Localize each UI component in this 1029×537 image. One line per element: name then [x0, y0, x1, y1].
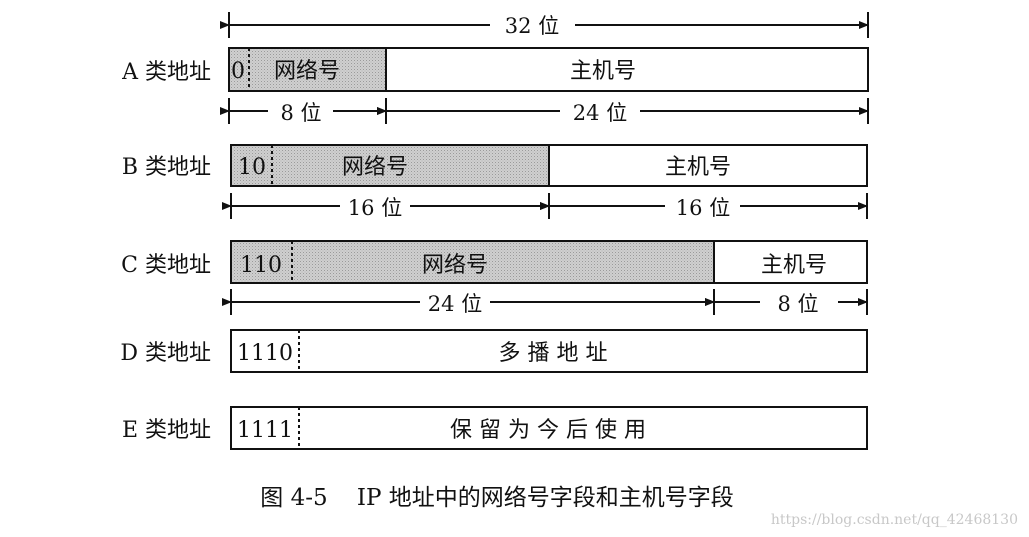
class-a-label: A 类地址	[121, 60, 211, 85]
row-class-c: C 类地址 110 网络号 主机号 24 位 8 位	[121, 240, 868, 316]
total-width-dimension: 32 位	[220, 12, 869, 38]
class-d-content-label: 多 播 地 址	[499, 341, 608, 366]
class-c-network-label: 网络号	[422, 253, 488, 278]
class-b-prefix: 10	[238, 155, 266, 180]
row-class-d: D 类地址 1110 多 播 地 址	[120, 329, 868, 373]
class-a-network-width: 8 位	[280, 101, 321, 125]
total-width-label: 32 位	[505, 14, 559, 38]
class-b-label: B 类地址	[122, 155, 211, 180]
class-d-field	[230, 329, 868, 373]
class-a-host-field	[385, 47, 869, 92]
class-a-network-label: 网络号	[274, 59, 340, 84]
class-c-network-field	[230, 240, 715, 284]
class-e-field	[230, 406, 868, 450]
class-e-content-label: 保 留 为 今 后 使 用	[450, 418, 646, 443]
class-e-prefix: 1111	[237, 418, 293, 443]
class-b-host-width: 16 位	[676, 196, 730, 220]
class-b-network-width: 16 位	[348, 196, 402, 220]
class-b-host-label: 主机号	[665, 155, 731, 180]
class-c-host-field	[713, 240, 868, 284]
watermark: https://blog.csdn.net/qq_42468130	[771, 512, 1018, 528]
class-c-host-width: 8 位	[777, 292, 818, 316]
class-b-network-field	[230, 144, 550, 187]
row-class-a: A 类地址 0 网络号 主机号 8 位 24 位	[121, 47, 869, 125]
class-b-network-label: 网络号	[342, 155, 408, 180]
class-a-host-label: 主机号	[570, 59, 636, 84]
figure-caption: 图 4-5 IP 地址中的网络号字段和主机号字段	[260, 485, 733, 511]
class-a-prefix: 0	[231, 59, 245, 84]
row-class-b: B 类地址 10 网络号 主机号 16 位 16 位	[122, 144, 868, 220]
class-c-host-label: 主机号	[761, 253, 827, 278]
class-d-prefix: 1110	[237, 341, 293, 366]
class-c-network-width: 24 位	[428, 292, 482, 316]
class-c-label: C 类地址	[121, 253, 211, 278]
class-b-host-field	[548, 144, 868, 187]
class-c-prefix: 110	[240, 253, 282, 278]
class-e-label: E 类地址	[122, 418, 211, 443]
class-d-label: D 类地址	[120, 341, 211, 366]
class-a-host-width: 24 位	[573, 101, 627, 125]
row-class-e: E 类地址 1111 保 留 为 今 后 使 用	[122, 406, 868, 450]
class-a-network-field	[228, 47, 387, 92]
